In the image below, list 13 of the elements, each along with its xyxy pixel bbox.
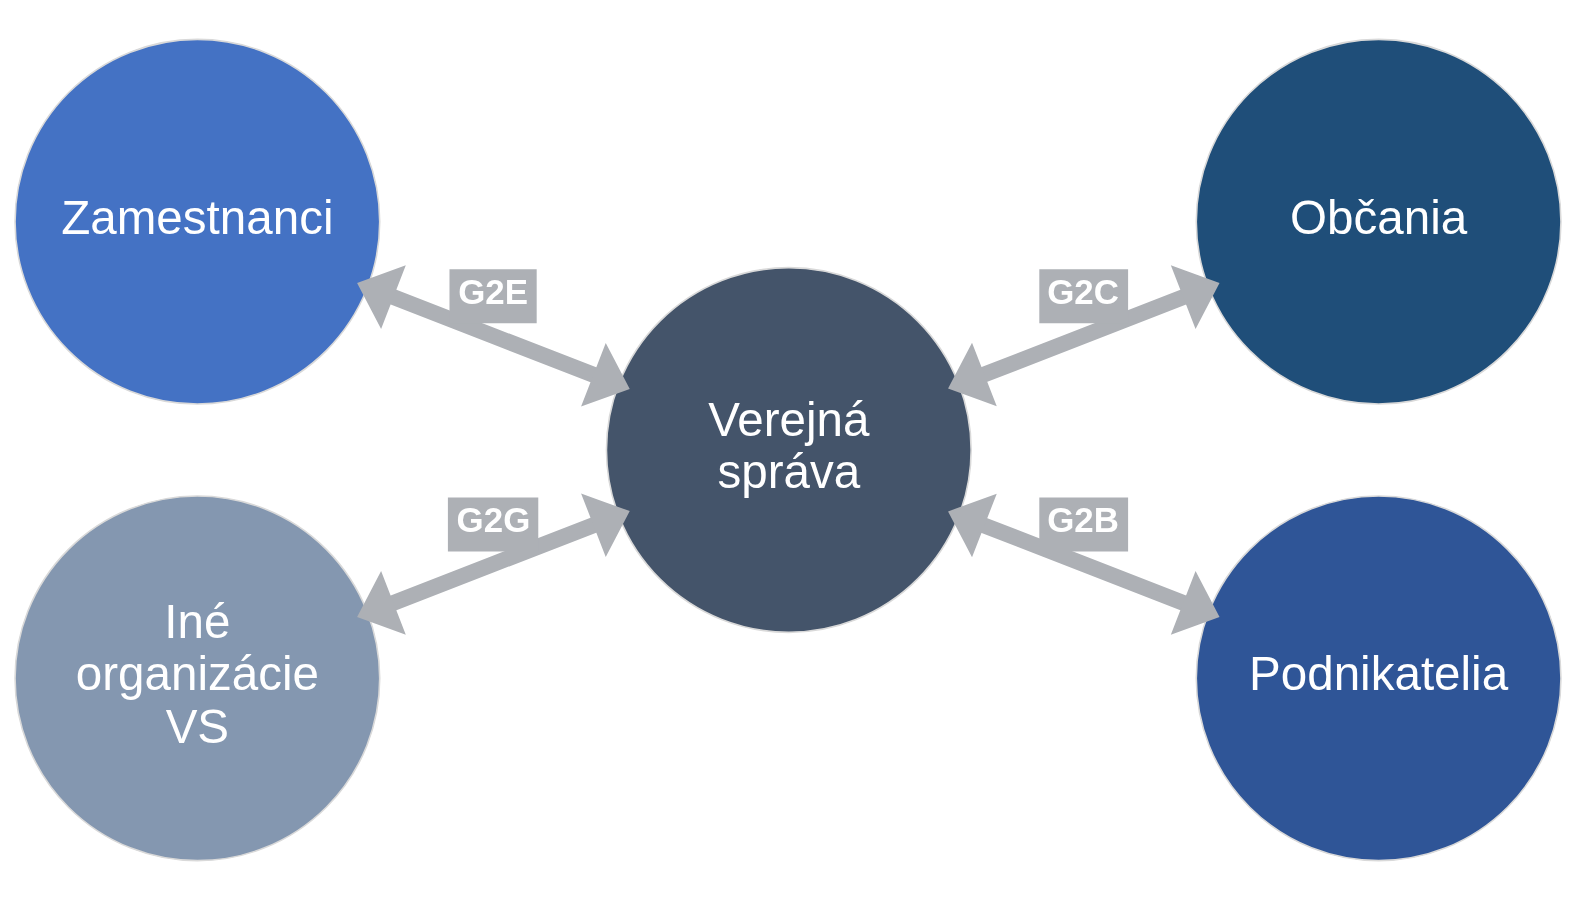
edge-label: G2G <box>456 499 531 539</box>
node-circle: Zamestnanci <box>14 38 381 405</box>
arrow <box>948 493 1220 635</box>
edge-label: G2C <box>1047 271 1119 310</box>
node-circle: Verejná správa <box>605 266 972 633</box>
arrow <box>948 264 1220 406</box>
node-circle: Iné organizácie VS <box>14 494 381 861</box>
node-circle: Podnikatelia <box>1195 494 1562 861</box>
arrow <box>357 492 630 635</box>
edge-label: G2B <box>1047 499 1119 539</box>
node-circle: Občania <box>1195 38 1562 405</box>
edge-label: G2E <box>458 271 528 310</box>
arrow <box>357 264 630 407</box>
